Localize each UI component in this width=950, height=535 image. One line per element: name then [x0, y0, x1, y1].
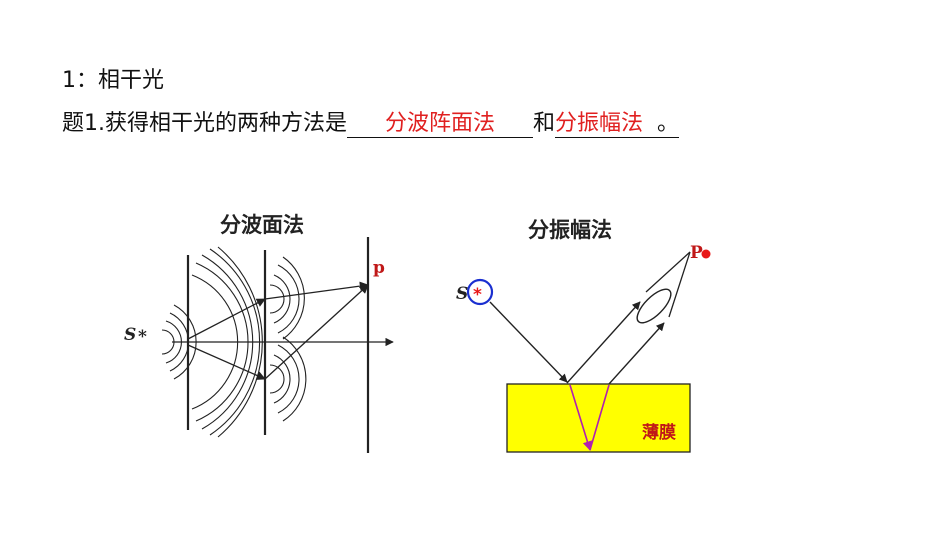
- source-wavefronts: [161, 246, 263, 438]
- question-connector: 和: [533, 111, 556, 136]
- wavefront-point-label: p: [373, 258, 385, 278]
- amplitude-source-label: S: [456, 284, 468, 304]
- amplitude-title: 分振幅法: [528, 217, 612, 242]
- answer-1: 分波阵面法: [384, 111, 495, 136]
- incident-ray: [489, 301, 568, 383]
- question-line: 题1.获得相干光的两种方法是 分波阵面法 和分振幅法 。: [62, 105, 679, 138]
- section-heading: 1：相干光: [62, 68, 164, 93]
- wavefront-source-star: *: [138, 327, 147, 347]
- question-prefix: 题1.获得相干光的两种方法是: [62, 111, 347, 136]
- source-circle: [466, 278, 494, 306]
- lower-slit-wavefronts: [269, 336, 307, 422]
- answer-blank-1: 分波阵面法: [347, 105, 533, 138]
- wavefront-source-label: S: [124, 325, 136, 345]
- answer-blank-2: 分振幅法 。: [555, 105, 679, 138]
- refracted-ray-up: [589, 384, 610, 451]
- point-p-dot: [701, 249, 711, 259]
- answer-2: 分振幅法: [555, 111, 644, 136]
- amplitude-source-star: *: [473, 285, 482, 305]
- amplitude-division-diagram: 分振幅法 薄膜 S * P: [456, 217, 711, 453]
- interference-rays: [187, 281, 369, 380]
- wavefront-title: 分波面法: [220, 212, 304, 237]
- thin-film: [506, 383, 691, 453]
- wavefront-division-diagram: 分波面法 S * p: [124, 212, 394, 453]
- reflected-ray-2: [608, 322, 665, 385]
- upper-slit-wavefronts: [269, 256, 305, 340]
- reflected-ray-1: [566, 301, 641, 384]
- question-suffix: 。: [657, 111, 680, 136]
- focus-ray-1: [645, 251, 691, 293]
- focus-ray-2: [668, 251, 691, 318]
- film-label: 薄膜: [642, 422, 676, 443]
- refracted-ray-down: [569, 384, 593, 451]
- converging-lens: [636, 288, 672, 324]
- amplitude-point-label: P: [690, 243, 703, 263]
